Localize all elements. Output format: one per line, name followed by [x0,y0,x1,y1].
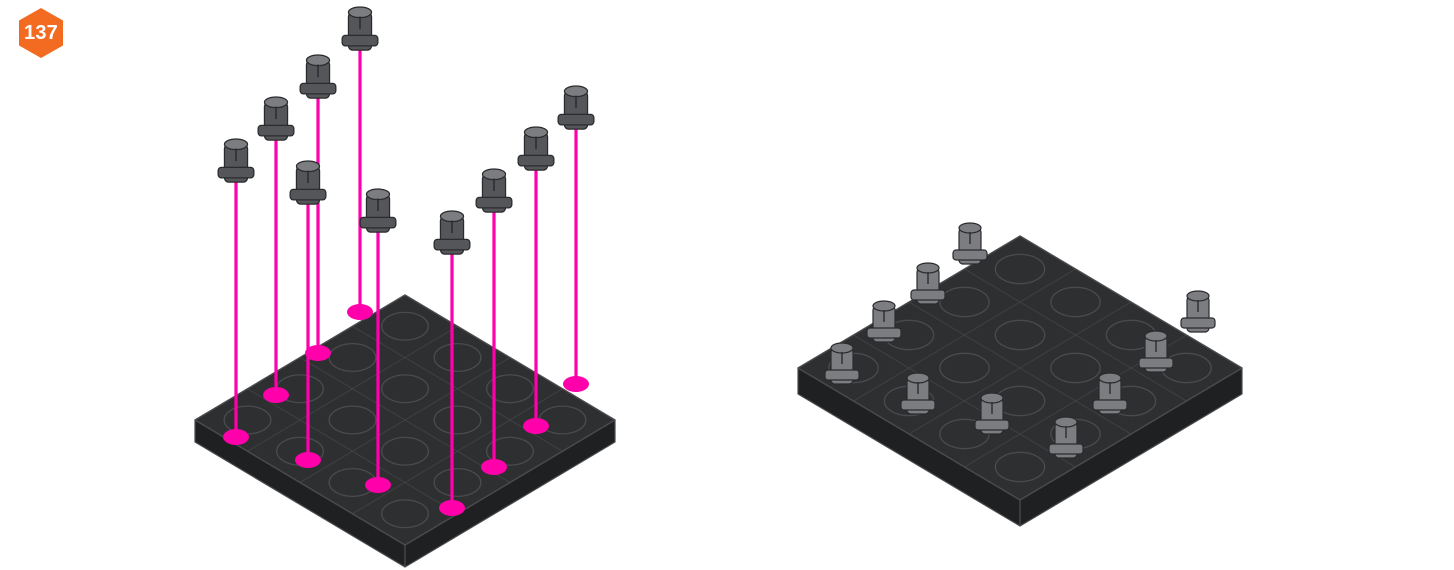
insertion-point [347,304,373,320]
pin-flange [558,114,594,125]
pin-cap [564,86,587,97]
pin-cap [224,139,247,150]
pin-flange [1093,400,1127,410]
pin [434,211,470,254]
pin-flange [901,400,935,410]
insertion-point [439,500,465,516]
pin-flange [258,125,294,135]
pin-cap [831,343,853,353]
insertion-point [481,459,507,475]
pin [518,127,554,170]
pin-flange [290,189,326,200]
pin-flange [360,217,396,228]
pin-flange [218,167,254,178]
pin-cap [306,55,329,66]
insertion-point [223,429,249,445]
pin [1181,291,1215,332]
pin-cap [1099,373,1121,383]
insertion-point [523,418,549,434]
pin-flange [342,35,378,46]
insertion-point [263,387,289,403]
pin [558,86,594,129]
pin-flange [1139,358,1173,368]
pin-cap [348,7,371,17]
pin-flange [1181,318,1215,328]
pin-cap [482,169,505,180]
pin-cap [440,211,463,222]
pin-cap [296,161,319,172]
pin [476,169,512,212]
pin [360,189,396,232]
pin-cap [917,263,939,273]
pin-cap [907,373,929,383]
pin-flange [434,239,470,250]
insertion-point [365,477,391,493]
pin-flange [867,328,901,338]
pin-cap [1055,417,1077,427]
pin [300,55,336,98]
pin-cap [1187,291,1209,301]
pin-cap [366,189,389,200]
pin-cap [873,301,895,311]
insertion-point [305,345,331,361]
pin-flange [300,83,336,94]
pin-cap [981,393,1003,403]
pin-flange [953,250,987,260]
pin [290,161,326,204]
insertion-point [295,452,321,468]
insertion-point [563,376,589,392]
pin-flange [825,370,859,380]
pin-flange [1049,444,1083,454]
pin-cap [264,97,287,108]
pin [953,223,987,264]
pin-flange [911,290,945,300]
pin-cap [1145,331,1167,341]
pin-flange [518,155,554,166]
pin [342,7,378,50]
pin-cap [959,223,981,233]
pin [258,97,294,140]
pin-flange [476,197,512,208]
pin-flange [975,420,1009,430]
exploded-assembly [195,7,615,567]
completed-assembly [798,223,1242,526]
pin [218,139,254,182]
pin-cap [524,127,547,138]
